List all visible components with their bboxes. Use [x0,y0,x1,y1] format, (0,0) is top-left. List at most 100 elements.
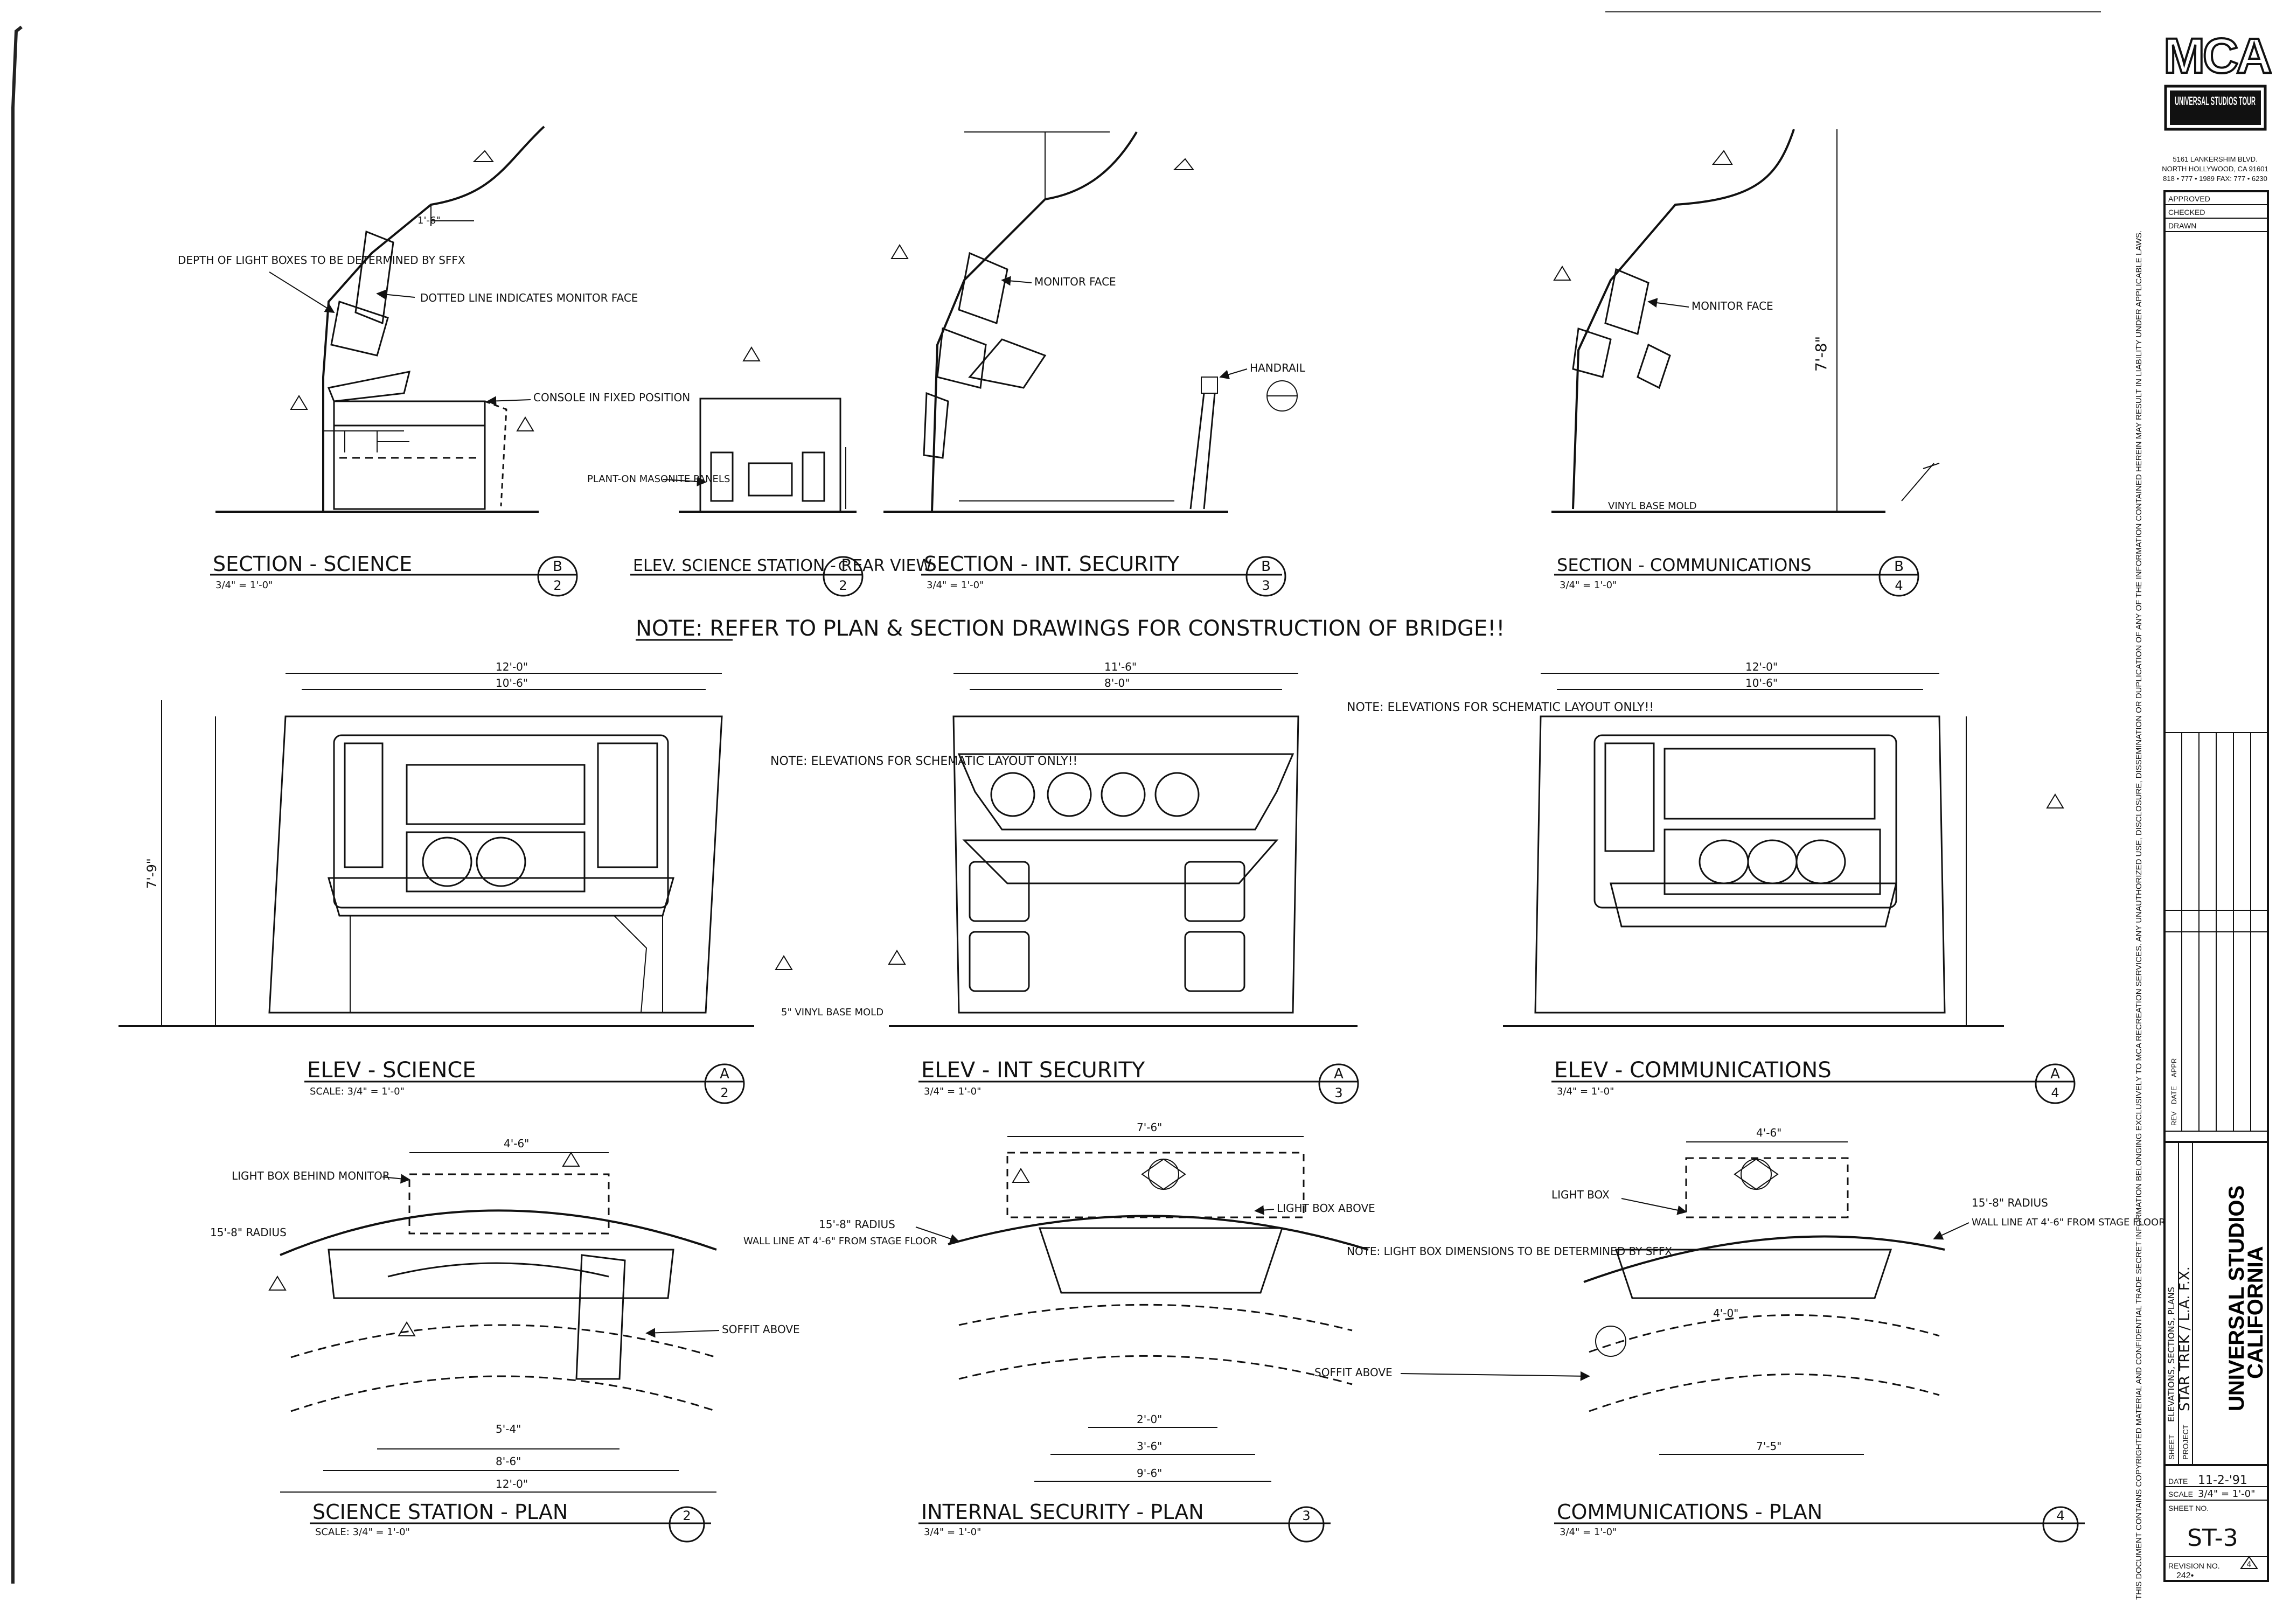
sheet-left-edge [11,25,23,1584]
main-note: NOTE: REFER TO PLAN & SECTION DRAWINGS F… [636,616,1505,641]
section-science-labels: DEPTH OF LIGHT BOXES TO BE DETERMINED BY… [178,215,690,406]
dim-4-6: 4'-6" [504,1137,529,1150]
annotation-radius-1: 15'-8" RADIUS [210,1226,287,1239]
tb-studio-1: UNIVERSAL STUDIOS [2225,1186,2249,1411]
svg-text:3: 3 [1334,1085,1342,1100]
elev-rear-title: ELEV. SCIENCE STATION - REAR VIEW [633,556,932,575]
annotation-handrail: HANDRAIL [1250,361,1306,374]
annotation-console-fixed: CONSOLE IN FIXED POSITION [533,391,690,404]
elev-science-rear-drawing [679,346,857,513]
svg-text:3: 3 [1262,578,1270,593]
dim-7-5: 7'-5" [1756,1440,1781,1453]
science-plan-scale: SCALE: 3/4" = 1'-0" [315,1527,410,1538]
elev-int-security-title: ELEV - INT SECURITY [921,1058,1145,1083]
tb-drawn: DRAWN [2168,221,2196,230]
elev-int-security-dims: 11'-6" 8'-0" [1104,660,1137,689]
svg-text:A: A [1334,1066,1344,1082]
annotation-radius-2: 15'-8" RADIUS [819,1218,895,1231]
section-science-ref-bubble [537,556,578,597]
svg-text:NOTE: ELEVATIONS FOR SCHEMATIC: NOTE: ELEVATIONS FOR SCHEMATIC LAYOUT ON… [770,755,1077,768]
tb-checked: CHECKED [2168,208,2205,217]
tb-sheet-no-label: SHEET NO. [2168,1504,2209,1513]
annotation-radius-3: 15'-8" RADIUS [1972,1196,2048,1209]
svg-text:NOTE: LIGHT BOX DIMENSIONS TO: NOTE: LIGHT BOX DIMENSIONS TO BE DETERMI… [1347,1245,1672,1258]
science-plan-ref-bubble [669,1506,705,1543]
elev-science-title: ELEV - SCIENCE [307,1058,476,1083]
annotation-wall-line-2: WALL LINE AT 4'-6" FROM STAGE FLOOR [1972,1217,2166,1228]
elev-rear-ref-bubble [823,556,864,597]
section-science-scale: 3/4" = 1'-0" [215,580,273,591]
tb-sheet-label: SHEET [2167,1434,2176,1460]
svg-text:A: A [720,1066,729,1082]
svg-text:4: 4 [2247,1560,2252,1569]
address-line-1: 5161 LANKERSHIM BLVD. [2173,155,2257,163]
dim-4-6b: 4'-6" [1756,1126,1781,1139]
annotation-plant-on: PLANT-ON MASONITE PANELS [587,473,730,485]
dim-8-6: 8'-6" [496,1455,521,1468]
tb-revision-label: REVISION NO. [2168,1562,2220,1570]
communications-plan-labels: LIGHT BOX 15'-8" RADIUS WALL LINE AT 4'-… [1314,1126,2166,1453]
plan-titles-row: SCIENCE STATION - PLAN SCALE: 3/4" = 1'-… [310,1500,2085,1543]
annotation-soffit-2: SOFFIT ABOVE [1314,1366,1393,1379]
elevation-titles-row: ELEV - SCIENCE SCALE: 3/4" = 1'-0" A 2 E… [304,1058,2076,1104]
elev-science-drawing [119,673,793,1027]
annotation-vinyl-base-2: 5" VINYL BASE MOLD [781,1007,883,1018]
science-plan-drawing [268,1152,717,1493]
science-plan-title: SCIENCE STATION - PLAN [312,1500,568,1524]
section-int-security-ref-bubble [1245,556,1286,597]
science-plan-labels: LIGHT BOX BEHIND MONITOR 15'-8" RADIUS 4… [210,1137,800,1490]
security-plan-ref-bubble [1288,1506,1325,1543]
svg-text:4: 4 [2051,1085,2059,1100]
dim-7-6: 7'-6" [1137,1121,1162,1134]
elev-communications-scale: 3/4" = 1'-0" [1557,1086,1614,1097]
copyright-notice: THIS DOCUMENT CONTAINS COPYRIGHTED MATER… [2134,231,2143,1600]
address-line-3: 818 • 777 • 1989 FAX: 777 • 6230 [2163,175,2267,183]
svg-text:2: 2 [839,578,847,593]
security-plan-labels: 15'-8" RADIUS WALL LINE AT 4'-6" FROM ST… [743,1121,1375,1480]
note-elev-1: NOTE: ELEVATIONS FOR SCHEMATIC LAYOUT ON… [770,755,1077,768]
dim-10-6: 10'-6" [496,677,528,689]
elev-science-dims: 12'-0" 10'-6" 7'-9" [144,660,528,889]
elev-communications-ref-bubble [2035,1063,2076,1104]
revision-table [2164,732,2268,1132]
dim-12-0: 12'-0" [496,660,528,673]
dim-12-0b: 12'-0" [1745,660,1778,673]
section-science-drawing [215,126,545,513]
mca-logo: MCA [2162,27,2274,85]
tb-date-col: DATE [2170,1086,2178,1104]
communications-plan-drawing [1583,1141,1945,1455]
tb-scale-value: 3/4" = 1'-0" [2198,1488,2255,1500]
note-light-box: NOTE: LIGHT BOX DIMENSIONS TO BE DETERMI… [1347,1245,1672,1258]
svg-text:NOTE: ELEVATIONS FOR SCHEMATIC: NOTE: ELEVATIONS FOR SCHEMATIC LAYOUT ON… [1347,701,1654,714]
svg-text:B: B [553,559,562,575]
dim-1-6: 1'-6" [417,215,441,226]
dim-8-0: 8'-0" [1104,677,1130,689]
section-communications-labels: MONITOR FACE VINYL BASE MOLD 7'-8" [1608,298,1830,512]
tb-scale-label: SCALE [2168,1490,2193,1498]
dim-9-6: 9'-6" [1137,1467,1162,1480]
section-communications-ref-bubble [1878,556,1919,597]
tb-date-value: 11-2-'91 [2198,1474,2247,1487]
dim-5-4: 5'-4" [496,1423,521,1435]
dim-4-0: 4'-0" [1713,1307,1738,1320]
annotation-wall-line-1: WALL LINE AT 4'-6" FROM STAGE FLOOR [743,1236,937,1247]
note-elev-2: NOTE: ELEVATIONS FOR SCHEMATIC LAYOUT ON… [1347,701,1654,714]
elev-science-ref-bubble [704,1063,745,1104]
tb-studio-2: CALIFORNIA [2244,1246,2267,1379]
tb-approved: APPROVED [2168,194,2210,203]
tb-sheet-value: ELEVATIONS, SECTIONS, PLANS [2166,1287,2176,1422]
section-science-title: SECTION - SCIENCE [213,552,412,576]
svg-text:A: A [2050,1066,2060,1082]
dim-3-6: 3'-6" [1137,1440,1162,1453]
svg-text:4: 4 [1895,578,1903,593]
tb-sheet-no-value: ST-3 [2187,1524,2238,1552]
section-int-security-title: SECTION - INT. SECURITY [924,552,1180,576]
elev-communications-drawing [1503,673,2064,1027]
svg-text:2: 2 [720,1085,728,1100]
section-int-security-drawing [883,131,1298,513]
dim-7-9: 7'-9" [144,858,159,889]
security-plan-drawing [948,1136,1369,1482]
dim-2-0: 2'-0" [1137,1413,1162,1426]
elev-communications-dims: 12'-0" 10'-6" [1745,660,1778,689]
tb-project-label: PROJECT [2181,1424,2190,1460]
